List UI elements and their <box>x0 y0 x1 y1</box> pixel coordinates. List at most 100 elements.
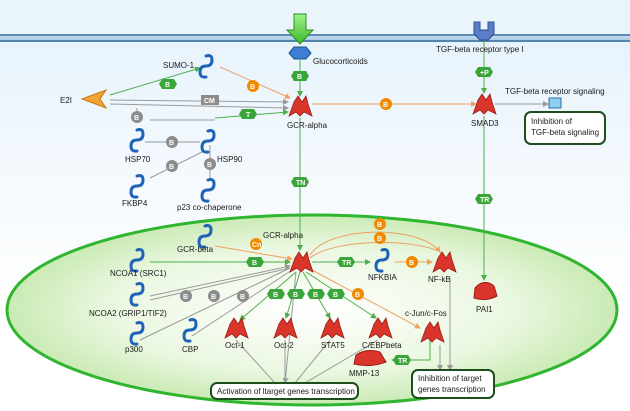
inhibition-target-box: Inhibition of target genes transcription <box>411 369 495 399</box>
badge-b-oct2: B <box>287 289 305 299</box>
cjun-icon <box>420 321 445 343</box>
badge-tr-smad: TR <box>475 194 493 204</box>
p23-label: p23 co-chaperone <box>177 203 242 212</box>
nfkb-icon <box>432 251 457 273</box>
badge-t-hsp90: T <box>239 109 257 119</box>
svg-text:TR: TR <box>342 260 351 267</box>
badge-b-hsp90-p23: B <box>204 158 216 170</box>
cell-membrane <box>0 0 630 42</box>
badge-b-ncoa1: B <box>246 257 264 267</box>
badge-b-hsp: B <box>166 136 178 148</box>
badge-b-ncoa2: B <box>180 290 192 302</box>
glucocorticoids-node-icon <box>288 46 312 60</box>
oct1-label: Oct-1 <box>225 341 245 350</box>
tgfb-signaling-icon <box>548 97 562 109</box>
svg-text:Cn: Cn <box>252 242 261 249</box>
badge-tr-mmp: TR <box>393 355 411 365</box>
svg-text:B: B <box>377 222 382 229</box>
inhibition-tgfb-box: Inhibition of TGF-beta signaling <box>524 111 606 145</box>
svg-text:CM: CM <box>204 98 215 105</box>
glucocorticoids-arrow-icon <box>285 13 315 45</box>
badge-tr-nfkbia: TR <box>337 257 355 267</box>
hsp70-label: HSP70 <box>125 155 151 164</box>
mmp13-icon <box>353 350 387 367</box>
cebpbeta-label: C/EBPbeta <box>362 341 402 350</box>
tgfb-signaling-label: TGF-beta receptor signaling <box>505 87 605 96</box>
svg-text:TR: TR <box>398 358 407 365</box>
e2i-icon <box>80 88 108 110</box>
badge-cm: CM <box>201 95 219 105</box>
badge-b-e2i: B <box>131 111 143 123</box>
badge-b-cjun: B <box>352 288 364 300</box>
svg-text:B: B <box>240 294 245 301</box>
badge-b-fkbp4: B <box>166 160 178 172</box>
p23-icon <box>200 178 216 203</box>
svg-text:B: B <box>409 260 414 267</box>
badge-b-e2i-sumo: B <box>159 79 177 89</box>
smad3-icon <box>472 93 497 115</box>
badge-b-sumo-gcr: B <box>247 80 259 92</box>
cjun-label: c-Jun/c-Fos <box>405 309 447 318</box>
mmp13-label: MMP-13 <box>349 369 380 378</box>
svg-text:B: B <box>169 164 174 171</box>
svg-text:B: B <box>250 84 255 91</box>
smad3-label: SMAD3 <box>471 119 499 128</box>
glucocorticoids-label: Glucocorticoids <box>313 57 368 66</box>
svg-text:B: B <box>377 236 382 243</box>
svg-text:B: B <box>293 292 298 299</box>
badge-b-gcr-smad: B <box>380 98 392 110</box>
gcr-alpha-top-label: GCR-alpha <box>287 121 328 130</box>
tgfb-receptor-icon <box>473 21 495 41</box>
svg-text:TGF-beta signaling: TGF-beta signaling <box>531 128 599 137</box>
badge-b-oct1: B <box>267 289 285 299</box>
badge-b-cbp: B <box>237 290 249 302</box>
svg-text:B: B <box>211 294 216 301</box>
nfkb-label: NF-kB <box>428 275 451 284</box>
svg-text:Inhibition of: Inhibition of <box>531 117 573 126</box>
p300-label: p300 <box>125 345 143 354</box>
svg-text:B: B <box>297 74 302 81</box>
svg-text:TR: TR <box>480 197 489 204</box>
sumo1-icon <box>198 54 214 79</box>
gcr-alpha-nuc-icon <box>289 251 314 273</box>
svg-text:TN: TN <box>296 180 305 187</box>
svg-text:B: B <box>207 162 212 169</box>
e2i-label: E2I <box>60 96 72 105</box>
tgfb-receptor-label: TGF-beta receptor type I <box>436 45 524 54</box>
pai1-icon <box>473 282 498 301</box>
badge-b-nfkb2: B <box>374 232 386 244</box>
hsp70-icon <box>129 128 145 153</box>
svg-text:B: B <box>165 82 170 89</box>
svg-text:B: B <box>169 140 174 147</box>
svg-text:B: B <box>252 260 257 267</box>
p300-icon <box>129 321 145 346</box>
svg-text:Activation of ltarget genes tr: Activation of ltarget genes transcriptio… <box>217 387 355 396</box>
gcr-beta-label: GCR-beta <box>177 245 214 254</box>
svg-text:genes transcription: genes transcription <box>418 385 486 394</box>
pai1-label: PAI1 <box>476 305 493 314</box>
oct1-icon <box>224 317 249 339</box>
svg-text:+P: +P <box>480 70 489 77</box>
badge-cn-gcrbeta: Cn <box>250 238 262 250</box>
oct2-icon <box>273 317 298 339</box>
nfkbia-icon <box>374 248 390 273</box>
badge-b-gluco: B <box>291 71 309 81</box>
activation-box: Activation of ltarget genes transcriptio… <box>210 382 359 400</box>
svg-text:B: B <box>134 115 139 122</box>
svg-text:T: T <box>246 112 251 119</box>
badge-tn: TN <box>291 177 309 187</box>
hsp90-label: HSP90 <box>217 155 243 164</box>
nfkbia-label: NFKBIA <box>368 273 398 282</box>
stat5-label: STAT5 <box>321 341 345 350</box>
svg-text:Inhibition of target: Inhibition of target <box>418 374 482 383</box>
fkbp4-label: FKBP4 <box>122 199 148 208</box>
gcr-alpha-nuc-label: GCR-alpha <box>263 231 304 240</box>
cebpbeta-icon <box>368 317 393 339</box>
cbp-icon <box>182 318 198 343</box>
badge-b-nfkbia-nfkb: B <box>406 256 418 268</box>
ncoa2-icon <box>129 282 145 307</box>
badge-b-stat5: B <box>307 289 325 299</box>
svg-text:B: B <box>383 102 388 109</box>
cbp-label: CBP <box>182 345 198 354</box>
